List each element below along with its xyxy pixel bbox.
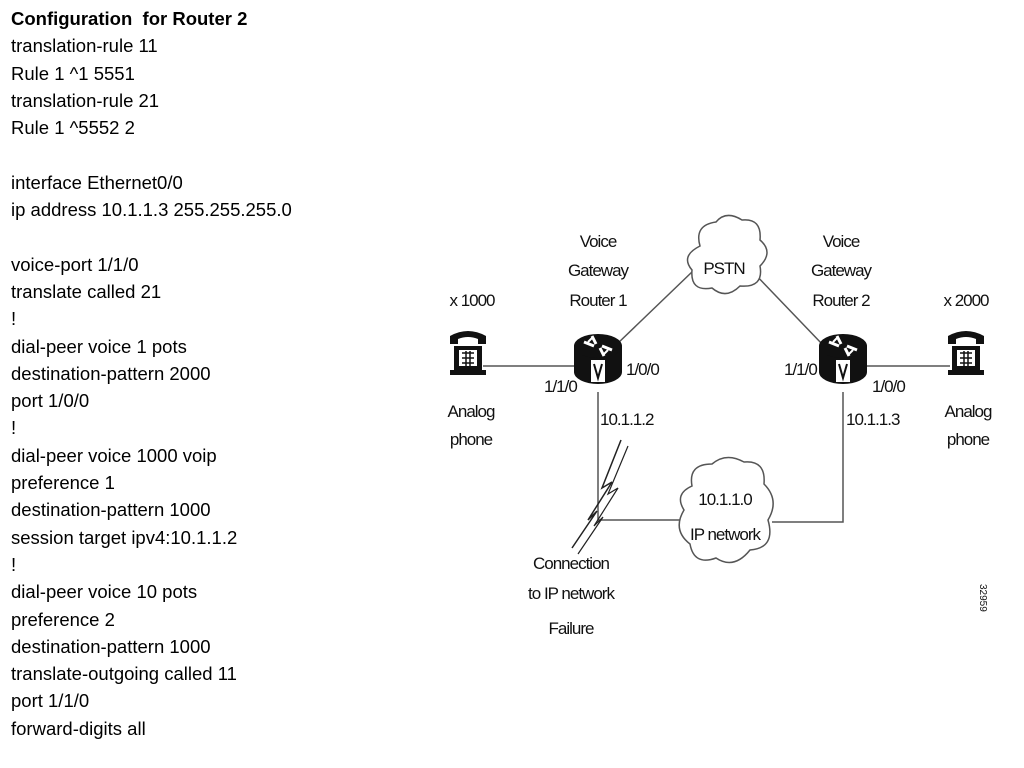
phone-right-label-line2: phone — [947, 430, 990, 449]
config-line: interface Ethernet0/0 — [11, 171, 183, 193]
config-line: translation-rule 21 — [11, 89, 160, 111]
failure-label-line2: to IP network — [528, 584, 615, 603]
link-router1-pstn — [615, 270, 694, 346]
phone-left-icon — [449, 330, 487, 376]
pstn-label: PSTN — [703, 259, 744, 278]
config-line: ! — [11, 417, 17, 439]
phone-right-extension: x 2000 — [943, 291, 989, 310]
router2-port-right: 1/0/0 — [872, 377, 905, 396]
router1-label-line3: Router 1 — [569, 291, 627, 310]
config-line: port 1/0/0 — [11, 390, 90, 412]
ip-network-address-label: 10.1.1.0 — [698, 490, 752, 509]
link-router2-ipnetwork — [772, 392, 844, 523]
config-line: destination-pattern 2000 — [11, 362, 211, 384]
router1-port-right: 1/0/0 — [626, 360, 659, 379]
config-line: Rule 1 ^5552 2 — [11, 117, 135, 139]
phone-left-label-line2: phone — [450, 430, 493, 449]
ip-network-name-label: IP network — [690, 525, 762, 544]
config-line: translation-rule 11 — [11, 35, 158, 57]
router1-label-line1: Voice — [580, 232, 617, 251]
router2-port-left: 1/1/0 — [784, 360, 817, 379]
failure-label-line3: Failure — [549, 619, 595, 638]
config-line: dial-peer voice 1000 voip — [11, 444, 217, 466]
config-line: preference 2 — [11, 608, 115, 630]
config-line: dial-peer voice 10 pots — [11, 581, 198, 603]
failure-lightning-icon — [571, 439, 622, 549]
config-line: translate called 21 — [11, 280, 162, 302]
config-line: preference 1 — [11, 472, 115, 494]
config-line: ! — [11, 553, 17, 575]
router-config-listing: Configuration for Router 2 translation-ru… — [11, 5, 391, 742]
phone-left-label-line1: Analog — [448, 402, 495, 421]
figure-id: 32959 — [977, 584, 988, 612]
failure-lightning-icon-2 — [577, 445, 629, 555]
ip-network-cloud-icon — [678, 456, 774, 564]
router2-label-line2: Gateway — [811, 261, 873, 280]
failure-label-line1: Connection — [533, 554, 610, 573]
config-line: dial-peer voice 1 pots — [11, 335, 187, 357]
config-title: Configuration for Router 2 — [11, 8, 248, 29]
config-line: destination-pattern 1000 — [11, 635, 211, 657]
phone-left-extension: x 1000 — [449, 291, 495, 310]
config-line: port 1/1/0 — [11, 690, 90, 712]
phone-right-icon — [947, 330, 985, 376]
config-line: forward-digits all — [11, 717, 146, 739]
link-pstn-router2 — [751, 270, 824, 346]
config-line: Rule 1 ^1 5551 — [11, 62, 135, 84]
config-line: session target ipv4:10.1.1.2 — [11, 526, 238, 548]
phone-right-label-line1: Analog — [945, 402, 992, 421]
router2-label-line3: Router 2 — [812, 291, 870, 310]
router2-label-line1: Voice — [823, 232, 860, 251]
pstn-cloud-icon — [686, 214, 768, 295]
router1-icon — [572, 332, 624, 386]
config-line: translate-outgoing called 11 — [11, 663, 237, 685]
config-line: ip address 10.1.1.3 255.255.255.0 — [11, 199, 292, 221]
config-line: destination-pattern 1000 — [11, 499, 211, 521]
config-line: voice-port 1/1/0 — [11, 253, 139, 275]
router1-label-line2: Gateway — [568, 261, 630, 280]
router2-ip: 10.1.1.3 — [846, 410, 900, 429]
router1-port-left: 1/1/0 — [544, 377, 577, 396]
router1-ip: 10.1.1.2 — [600, 410, 654, 429]
router2-icon — [817, 332, 869, 386]
config-line: ! — [11, 308, 17, 330]
